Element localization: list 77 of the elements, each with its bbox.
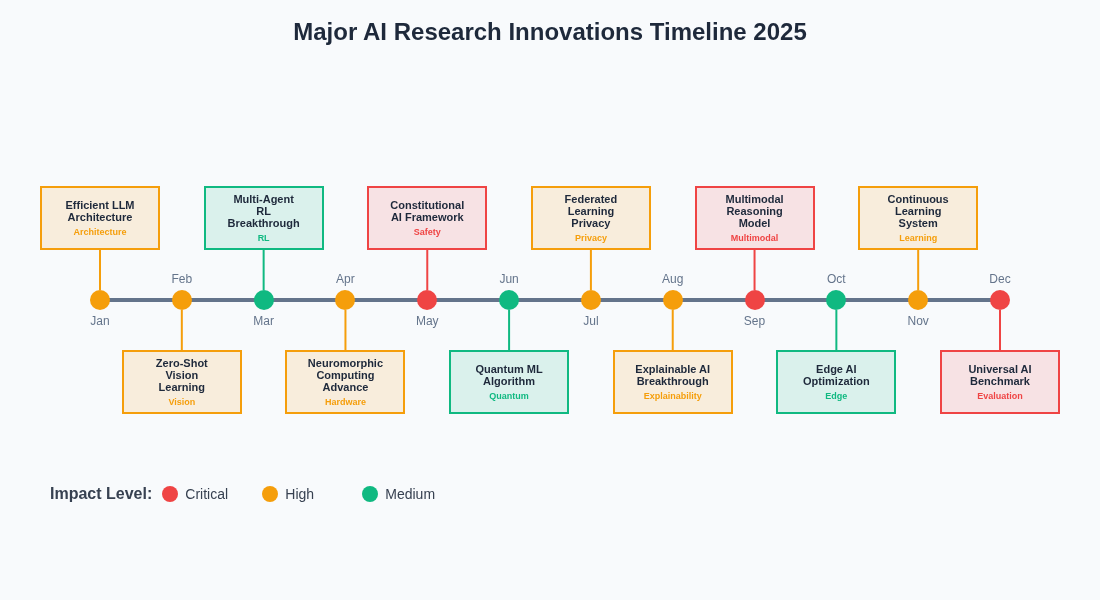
diagram-title: Major AI Research Innovations Timeline 2025 — [293, 17, 807, 47]
month-label: May — [415, 314, 439, 328]
milestone-dot — [990, 290, 1010, 310]
milestone-dot — [662, 290, 683, 310]
month-label: Sep — [743, 314, 766, 328]
connector-line — [589, 249, 592, 291]
month-label: Dec — [989, 272, 1011, 286]
category-label: Explainability — [643, 391, 702, 401]
event-title: Neuromorphic Computing Advance — [306, 357, 385, 393]
category-label: Multimodal — [730, 233, 779, 243]
category-label: Edge — [825, 391, 848, 401]
event-box — [40, 186, 160, 250]
event-title: Continuous Learning System — [886, 193, 950, 229]
event-box — [694, 186, 815, 250]
legend-label: Critical — [185, 485, 229, 503]
event-box — [940, 350, 1060, 414]
event-title: Quantum ML Algorithm — [474, 363, 544, 387]
milestone-dot — [171, 290, 192, 310]
event-box — [776, 350, 897, 414]
connector-line — [999, 309, 1001, 351]
month-label: Oct — [827, 272, 846, 286]
event-title: Explainable AI Breakthrough — [634, 363, 712, 387]
event-title: Universal AI Benchmark — [967, 363, 1033, 387]
month-label: Jun — [499, 272, 519, 286]
connector-line — [671, 309, 674, 351]
connector-line — [180, 309, 183, 351]
month-label: Feb — [171, 272, 193, 286]
category-label: Quantum — [489, 391, 529, 401]
milestone-dot — [744, 290, 765, 310]
legend-label: Medium — [385, 485, 436, 503]
event-title: Edge AI Optimization — [802, 363, 871, 387]
category-label: Privacy — [574, 233, 607, 243]
event-title: Multimodal Reasoning Model — [724, 193, 785, 229]
connector-line — [753, 249, 756, 291]
connector-line — [99, 249, 101, 291]
event-box — [285, 350, 406, 414]
event-title: Efficient LLM Architecture — [64, 199, 136, 223]
month-label: Nov — [907, 314, 929, 328]
month-label: Jan — [90, 314, 110, 328]
milestone-dot — [90, 290, 110, 310]
month-label: Mar — [253, 314, 274, 328]
legend-label: High — [285, 485, 315, 503]
category-label: Vision — [168, 397, 196, 407]
milestone-dot — [253, 290, 274, 310]
month-label: Aug — [662, 272, 684, 286]
milestone-dot — [580, 290, 601, 310]
connector-line — [835, 309, 838, 351]
event-title: Multi-Agent RL Breakthrough — [226, 193, 301, 229]
event-title: Federated Learning Privacy — [563, 193, 619, 229]
category-label: Learning — [899, 233, 938, 243]
event-box — [203, 186, 324, 250]
event-box — [367, 186, 488, 250]
connector-line — [917, 249, 920, 291]
legend-title: Impact Level: — [50, 484, 153, 504]
milestone-dot — [908, 290, 929, 310]
month-label: Jul — [583, 314, 599, 328]
category-label: Architecture — [73, 227, 127, 237]
milestone-dot — [417, 290, 438, 310]
category-label: RL — [257, 233, 270, 243]
connector-line — [262, 249, 265, 291]
category-label: Evaluation — [977, 391, 1023, 401]
milestone-dot — [335, 290, 356, 310]
category-label: Hardware — [324, 397, 366, 407]
connector-line — [344, 309, 347, 351]
milestone-dot — [826, 290, 847, 310]
event-box — [530, 186, 651, 250]
connector-line — [426, 249, 429, 291]
event-title: Zero-Shot Vision Learning — [154, 357, 209, 393]
event-box — [612, 350, 733, 414]
event-box — [121, 350, 242, 414]
event-box — [449, 350, 570, 414]
month-label: Apr — [336, 272, 355, 286]
connector-line — [508, 309, 511, 351]
event-title: Constitutional AI Framework — [389, 199, 466, 223]
event-box — [858, 186, 979, 250]
category-label: Safety — [413, 227, 441, 237]
milestone-dot — [499, 290, 520, 310]
